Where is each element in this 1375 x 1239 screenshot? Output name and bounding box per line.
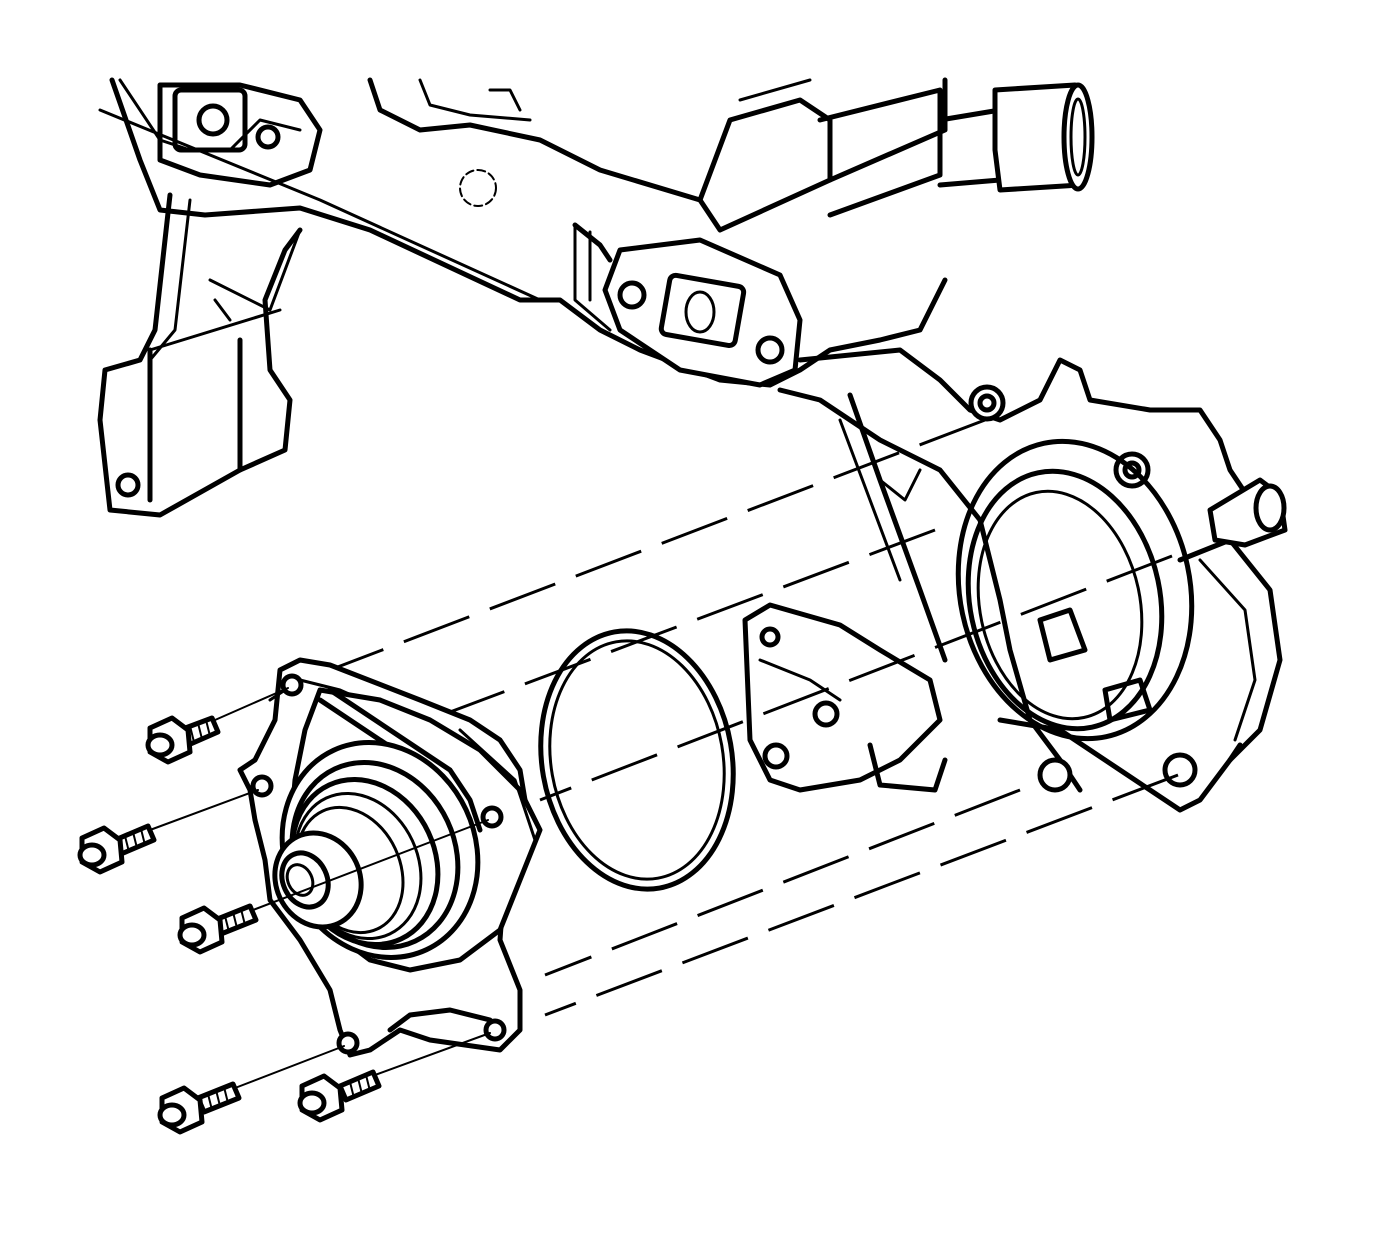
alignment-guide-lines	[334, 418, 1179, 1017]
water-pump-gasket	[538, 628, 736, 892]
water-pump-bolts	[77, 715, 382, 1135]
bolt-icon	[177, 903, 259, 955]
bolt-icon	[77, 823, 157, 875]
bolt-icon	[145, 715, 221, 765]
bolt-leader-lines	[149, 687, 491, 1089]
bolt-icon	[157, 1081, 242, 1135]
water-pump	[237, 657, 543, 1058]
bolt-icon	[297, 1069, 382, 1123]
engine-front-cover	[97, 77, 1288, 813]
